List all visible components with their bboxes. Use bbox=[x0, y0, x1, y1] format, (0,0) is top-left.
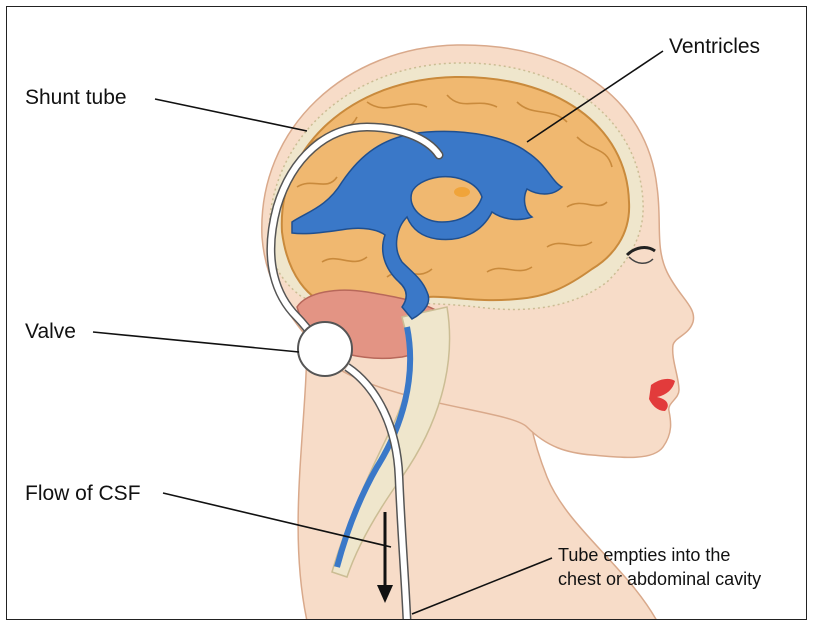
head-illustration bbox=[7, 7, 807, 620]
label-ventricles: Ventricles bbox=[669, 36, 760, 57]
label-valve: Valve bbox=[25, 321, 76, 342]
diagram-frame: Shunt tube Ventricles Valve Flow of CSF … bbox=[6, 6, 807, 620]
label-tube-empties-line2: chest or abdominal cavity bbox=[558, 569, 761, 590]
label-flow-of-csf: Flow of CSF bbox=[25, 483, 141, 504]
label-shunt-tube: Shunt tube bbox=[25, 87, 127, 108]
label-tube-empties-line1: Tube empties into the bbox=[558, 545, 730, 566]
third-ventricle-dot bbox=[454, 187, 470, 197]
circle-valve-icon bbox=[298, 322, 352, 376]
